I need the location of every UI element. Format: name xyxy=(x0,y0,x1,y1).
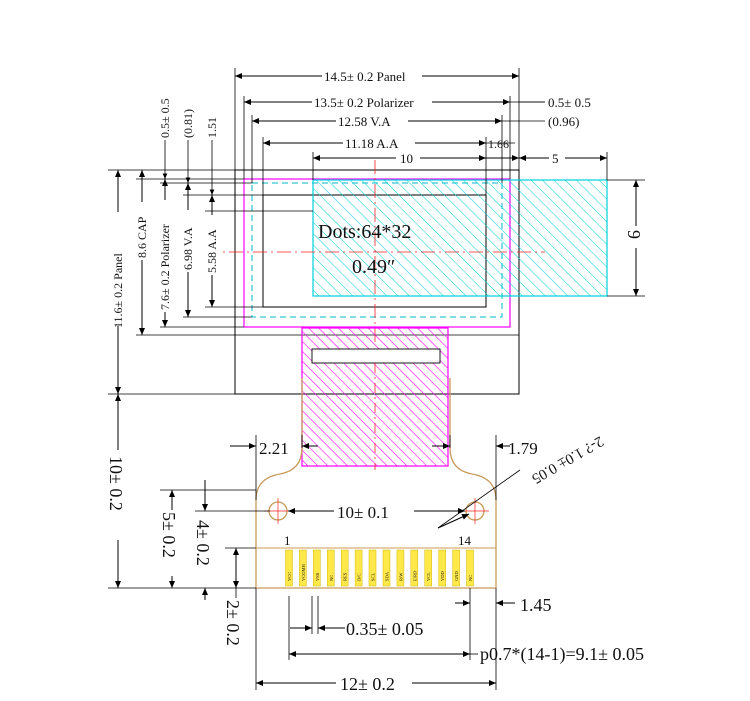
dim-221-label: 2.21 xyxy=(259,439,289,458)
pin-pad xyxy=(382,549,391,587)
active-dots-region xyxy=(312,179,608,297)
fpc-length-label: 10± 0.2 xyxy=(106,456,126,511)
pin-name: SDA xyxy=(385,571,390,581)
dim-5-label: 5 xyxy=(552,151,559,166)
pol-height-label: 7.6± 0.2 Polarizer xyxy=(158,224,172,310)
polarizer-width-label: 13.5± 0.2 Polarizer xyxy=(314,95,414,110)
pin-pad xyxy=(299,549,307,587)
va-height-label: 6.98 V.A xyxy=(181,227,195,270)
left-081-label: (0.81) xyxy=(181,109,195,138)
panel-height-label: 11.6± 0.2 Panel xyxy=(111,253,125,328)
dim-4-02-label: 4± 0.2 xyxy=(193,520,213,566)
left-05-label: 0.5± 0.5 xyxy=(158,98,172,138)
pin-width-label: 0.35± 0.05 xyxy=(346,619,423,639)
bottom-dimensions: 1.45 0.35± 0.05 p0.7*(14-1)=9.1± 0.05 12… xyxy=(255,588,644,694)
pin-pad xyxy=(354,549,363,587)
top-dimension-labels: 14.5± 0.2 Panel 13.5± 0.2 Polarizer 12.5… xyxy=(312,69,591,166)
panel-width-label: 14.5± 0.2 Panel xyxy=(324,69,406,84)
fpc-vertical-dimensions: 10± 0.2 5± 0.2 4± 0.2 2± 0.2 xyxy=(106,394,270,660)
left-dimension-labels: 11.6± 0.2 Panel 8.6 CAP 7.6± 0.2 Polariz… xyxy=(111,98,219,328)
height-9-label: 9 xyxy=(624,230,644,239)
pin-name: VCC xyxy=(287,572,292,581)
hole-pitch-label: 10± 0.1 xyxy=(337,503,389,522)
pin-pad xyxy=(410,549,419,587)
pin-pad xyxy=(466,549,474,587)
pin-name: D/C xyxy=(357,573,362,581)
pin-name: R/W xyxy=(398,572,403,581)
dim-179-label: 1.79 xyxy=(508,439,538,458)
aa-width-label: 11.18 A.A xyxy=(345,136,399,151)
dim-2-02-label: 2± 0.2 xyxy=(223,600,243,646)
left-151-label: 1.51 xyxy=(205,117,219,138)
dim-5-02-label: 5± 0.2 xyxy=(159,512,179,558)
pin-name: VDD xyxy=(440,571,445,581)
pin-pad xyxy=(438,549,446,587)
pin-pad xyxy=(368,549,377,587)
pin-name: NC xyxy=(468,575,473,581)
pin-name: GND xyxy=(454,571,459,581)
pitch-total-label: p0.7*(14-1)=9.1± 0.05 xyxy=(480,644,644,665)
va-width-label: 12.58 V.A xyxy=(338,114,391,129)
top-dimensions xyxy=(234,68,608,195)
pin-pad xyxy=(285,549,293,587)
fpc-cable xyxy=(255,327,497,589)
pin-pad xyxy=(313,549,321,587)
right-height-dimension: 9 xyxy=(607,179,646,297)
pin-pad xyxy=(452,549,460,587)
fpc-offset-dimensions: 2.21 1.79 xyxy=(230,435,538,500)
pin-name: SCL xyxy=(371,572,376,581)
pin-name: RES xyxy=(343,572,348,581)
pin-pads: VCC VCOMH VSS NC RES D/C SCL SDA R/W E/RD VCL VDD GN… xyxy=(285,549,474,587)
pin-name: NC xyxy=(329,575,334,581)
aa-height-label: 5.58 A.A xyxy=(205,229,219,273)
diagonal-label: 0.49″ xyxy=(352,256,395,278)
pin-name: VCOMH xyxy=(301,563,306,581)
right-096-label: (0.96) xyxy=(548,114,579,129)
dim-145-label: 1.45 xyxy=(520,595,552,615)
fpc-width-label: 12± 0.2 xyxy=(340,674,395,694)
pin-first-label: 1 xyxy=(284,533,291,548)
pin-pad xyxy=(327,549,335,587)
dim-166-label: 1.66 xyxy=(488,137,509,151)
pin-last-label: 14 xyxy=(458,533,472,548)
dots-label: Dots:64*32 xyxy=(318,221,411,243)
right-05-label: 0.5± 0.5 xyxy=(548,95,591,110)
pin-name: VSS xyxy=(315,572,320,581)
hole-size-label: 2-? 1.0± 0.05 xyxy=(529,433,606,487)
active-offset-label: 10 xyxy=(400,151,413,166)
pin-pad xyxy=(396,549,405,587)
pin-pad xyxy=(340,549,349,587)
pin-name: VCL xyxy=(426,572,431,581)
pin-pad xyxy=(424,549,432,587)
pin-name: E/RD xyxy=(412,570,417,581)
cap-height-label: 8.6 CAP xyxy=(135,216,149,258)
